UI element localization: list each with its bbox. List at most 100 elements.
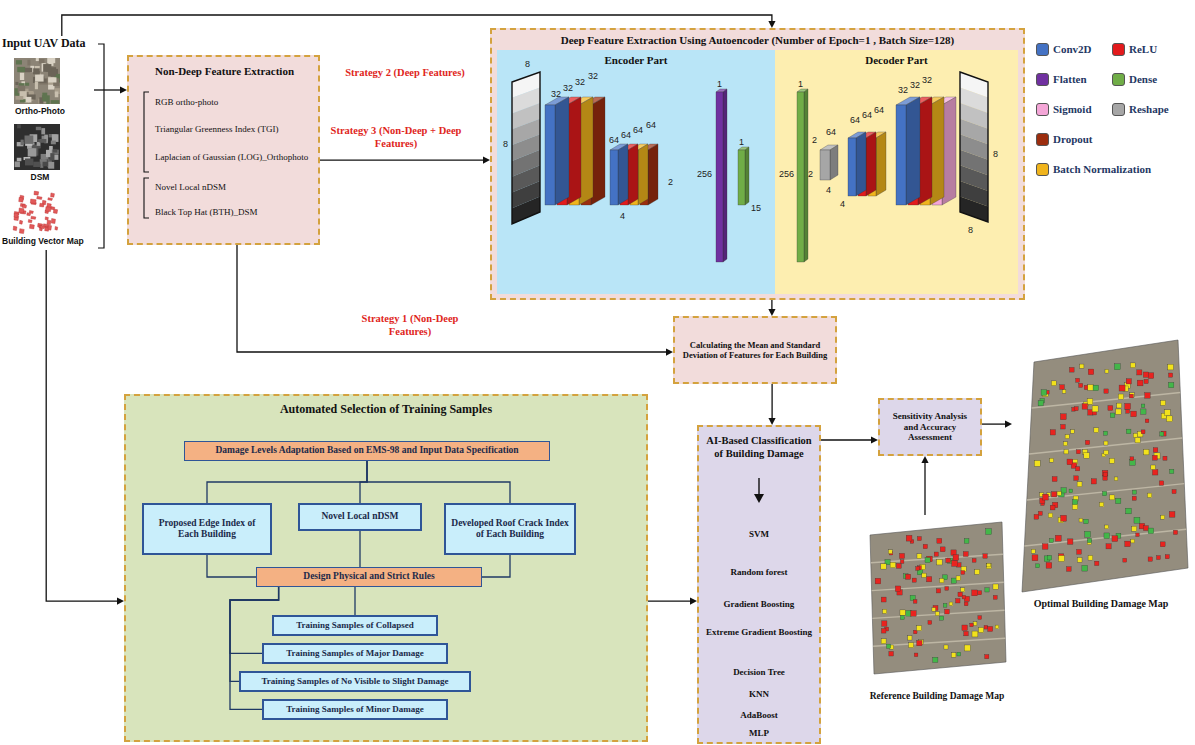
index-box: Developed Roof Crack Index of Each Build… [444,503,576,555]
building-mark [1172,490,1176,494]
building-mark [889,651,894,656]
building-mark [1115,498,1120,503]
bracket [98,44,104,248]
rule-box: Damage Levels Adaptation Based on EMS-98… [184,441,550,461]
building-mark [1093,385,1099,391]
building-mark [1058,556,1064,562]
sample-box: Training Samples of Minor Damage [262,699,448,720]
ortho-image [51,100,60,104]
layer-block [618,144,628,205]
building-mark [979,627,984,632]
building-mark [1135,438,1140,443]
ortho-image [26,97,32,103]
node-title: Sensitivity Analysis and Accuracy Assess… [885,411,975,443]
building-polygon [28,219,32,222]
building-polygon [45,217,48,220]
connector [821,436,878,443]
connector-line [367,461,510,503]
layer-block [555,97,569,205]
dsm-image [36,127,41,130]
node-text: RGB ortho-photo [155,97,315,108]
node-title: Training Samples of No Visible to Slight… [261,676,448,687]
layer-block [820,150,830,180]
building-mark [1062,390,1066,394]
encoder-panel: Encoder Part [497,50,775,294]
node-text: Black Top Hat (BTH)_DSM [155,207,315,218]
connector [768,300,775,316]
index-box: Proposed Edge Index of Each Building [142,503,272,555]
layer-block [896,105,906,205]
building-mark [1102,491,1106,495]
building-mark [1143,372,1148,377]
connector-line [771,300,772,311]
building-mark [951,653,955,657]
building-polygon [30,199,36,204]
building-mark [973,622,977,626]
node-title: Decoder Part [775,54,1018,67]
building-mark [1141,409,1146,414]
map-road [1027,484,1185,500]
building-mark [1159,481,1163,485]
building-mark [978,591,982,595]
building-mark [964,631,969,636]
dimension-label: 32 [922,76,932,85]
building-mark [986,564,991,569]
map-figure: Optimal Building Damage Map [1012,338,1192,620]
building-mark [1069,367,1074,372]
building-mark [1123,558,1127,562]
sample-box: Training Samples of Collapsed [272,615,438,636]
strategy-label: Strategy 3 (Non-Deep + Deep Features) [326,124,466,150]
dimension-label: 64 [633,126,643,135]
building-mark [988,626,993,631]
building-mark [900,615,904,619]
building-mark [900,560,904,564]
building-mark [961,588,965,592]
building-mark [1153,448,1158,453]
map-road [1032,392,1181,408]
building-polygon [34,191,39,195]
node-title: Deep Feature Extraction Using Autoencode… [496,34,1019,47]
node-title: Calculating the Mean and Standard Deviat… [680,340,830,360]
connector-line [94,89,122,90]
node-title: Non-Deep Feature Extraction [133,65,316,78]
building-mark [1041,390,1047,396]
node-title: Training Samples of Collapsed [296,620,414,631]
building-mark [1165,410,1171,416]
building-mark [1043,494,1049,500]
connector [982,421,1012,428]
building-mark [1074,407,1078,411]
building-mark [1144,449,1149,454]
ortho-image [20,73,24,80]
ortho-image [16,60,22,64]
building-mark [1130,457,1134,461]
building-mark [1148,557,1152,561]
arrowhead [768,309,775,316]
node-text: SVM [705,529,813,540]
node-title: AI-Based Classification of Building Dama… [703,435,815,460]
building-mark [1163,456,1167,460]
node-text: KNN [705,689,813,700]
building-mark [1087,538,1091,542]
building-mark [1167,416,1173,422]
building-mark [1160,432,1164,436]
building-mark [881,639,886,644]
arrowhead [690,597,697,604]
dimension-label: 32 [575,78,585,87]
building-polygon [19,229,24,234]
arrowhead [768,21,775,28]
connector [768,384,775,425]
map-road [1024,529,1186,546]
building-mark [1071,430,1075,434]
building-mark [1104,533,1110,539]
building-mark [1147,493,1151,497]
node-title: Training Samples of Major Damage [286,648,424,659]
building-mark [1173,530,1177,534]
building-mark [1156,556,1160,560]
layer-block [804,89,808,262]
building-mark [1144,379,1148,383]
map-image [870,522,1006,674]
building-mark [1052,477,1057,482]
building-mark [1105,525,1109,529]
dimension-label: 1 [798,80,803,89]
layer-block [545,105,555,205]
